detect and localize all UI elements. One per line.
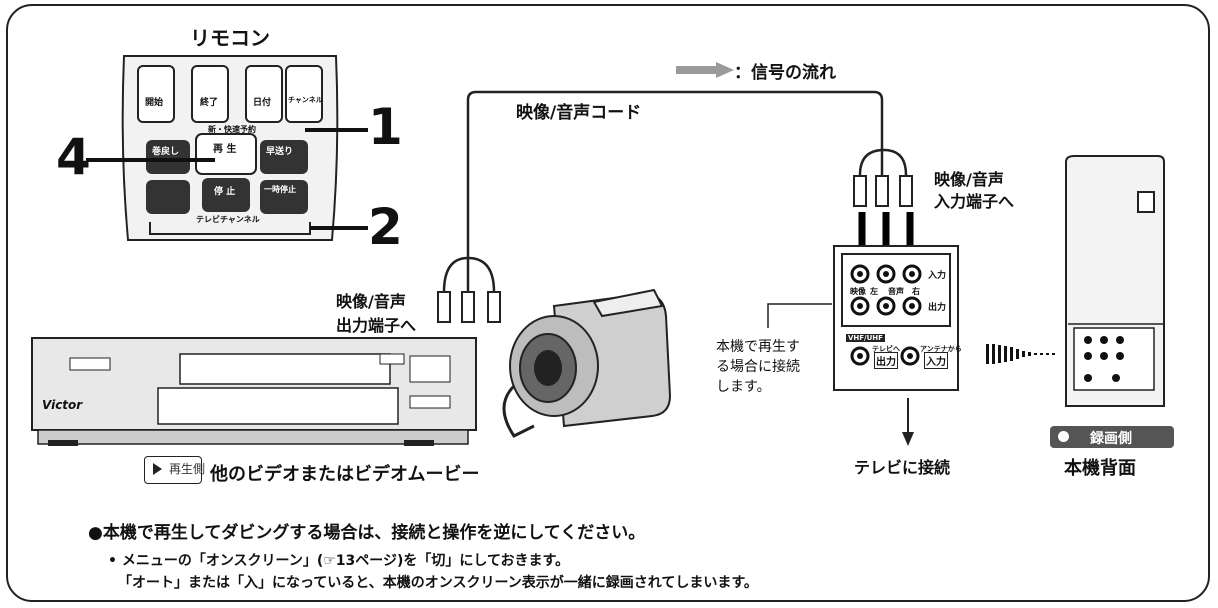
remote-btn-pause: 一時停止 [264, 185, 296, 194]
vcr-brand: Victor [42, 398, 83, 412]
remote-btn-date: 日付 [253, 98, 272, 108]
av-cord-label: 映像/音声コード [516, 103, 642, 123]
figure-frame [6, 4, 1210, 602]
step-2-label: 2 [368, 198, 403, 256]
record-side-badge-label: 録画側 [1090, 431, 1132, 447]
panel-tv-out-label: 出力 [874, 352, 898, 369]
remote-btn-ffwd: 早送り [266, 147, 294, 157]
signal-arrow-icon [676, 62, 734, 78]
input-jack-label-2: 入力端子へ [934, 192, 1015, 211]
note-bullet-2: • メニューの「オンスクリーン」(☞13ページ)を「切」にしておきます。 [108, 553, 570, 569]
rear-title: 本機背面 [1064, 458, 1136, 479]
rear-jack-panel [833, 245, 959, 391]
playback-note-1: 本機で再生す [716, 339, 800, 355]
record-side-badge: 録画側 [1050, 426, 1174, 448]
panel-left-label: 左 [870, 287, 878, 296]
other-device-label: 他のビデオまたはビデオムービー [210, 464, 480, 485]
panel-video-label: 映像 [850, 287, 866, 296]
camcorder-illustration [502, 288, 672, 438]
remote-label-tv-channel: テレビチャンネル [196, 215, 260, 224]
panel-right-label: 右 [912, 287, 920, 296]
tv-connect-label: テレビに接続 [854, 458, 951, 477]
playback-side-badge: 再生側 [144, 456, 206, 484]
note-bullet-3: 「オート」または「入」になっていると、本機のオンスクリーン表示が一緒に録画されて… [118, 575, 758, 591]
step-1-label: 1 [368, 98, 403, 156]
remote-label-schedule: 新・快速予約 [208, 125, 256, 134]
playback-side-badge-label: 再生側 [169, 462, 206, 476]
remote-btn-start: 開始 [145, 98, 164, 108]
record-dot-icon [1058, 431, 1069, 442]
remote-btn-stop: 停 止 [214, 187, 236, 197]
panel-tv-to-label: テレビへ [872, 345, 900, 353]
step-4-label: 4 [56, 128, 91, 186]
panel-vhf-label: VHF/UHF [846, 334, 885, 342]
note-bullet-1: ●本機で再生してダビングする場合は、接続と操作を逆にしてください。 [88, 523, 646, 543]
signal-flow-legend: ：信号の流れ [734, 63, 836, 83]
vcr-front-illustration [31, 337, 477, 446]
recorder-rear-illustration [1065, 155, 1165, 407]
playback-note-3: します。 [716, 379, 771, 395]
playback-note-2: る場合に接続 [716, 359, 800, 375]
panel-out-label: 出力 [928, 303, 947, 313]
remote-title: リモコン [190, 26, 270, 50]
panel-antenna-from-label: アンテナから [920, 345, 962, 353]
zoom-indicator [986, 344, 1055, 364]
panel-in-label: 入力 [928, 271, 947, 281]
input-jack-label-1: 映像/音声 [934, 170, 1004, 189]
output-jack-label-2: 出力端子へ [336, 316, 417, 335]
remote-illustration [121, 55, 339, 241]
play-triangle-icon [153, 463, 162, 475]
remote-btn-play: 再 生 [213, 144, 237, 155]
remote-btn-channel: チャンネル [288, 96, 323, 104]
panel-audio-label: 音声 [888, 287, 904, 296]
output-jack-label-1: 映像/音声 [336, 292, 406, 311]
remote-btn-end: 終了 [200, 98, 219, 108]
panel-antenna-in-label: 入力 [924, 352, 948, 369]
remote-btn-rewind: 巻戻し [152, 147, 180, 157]
